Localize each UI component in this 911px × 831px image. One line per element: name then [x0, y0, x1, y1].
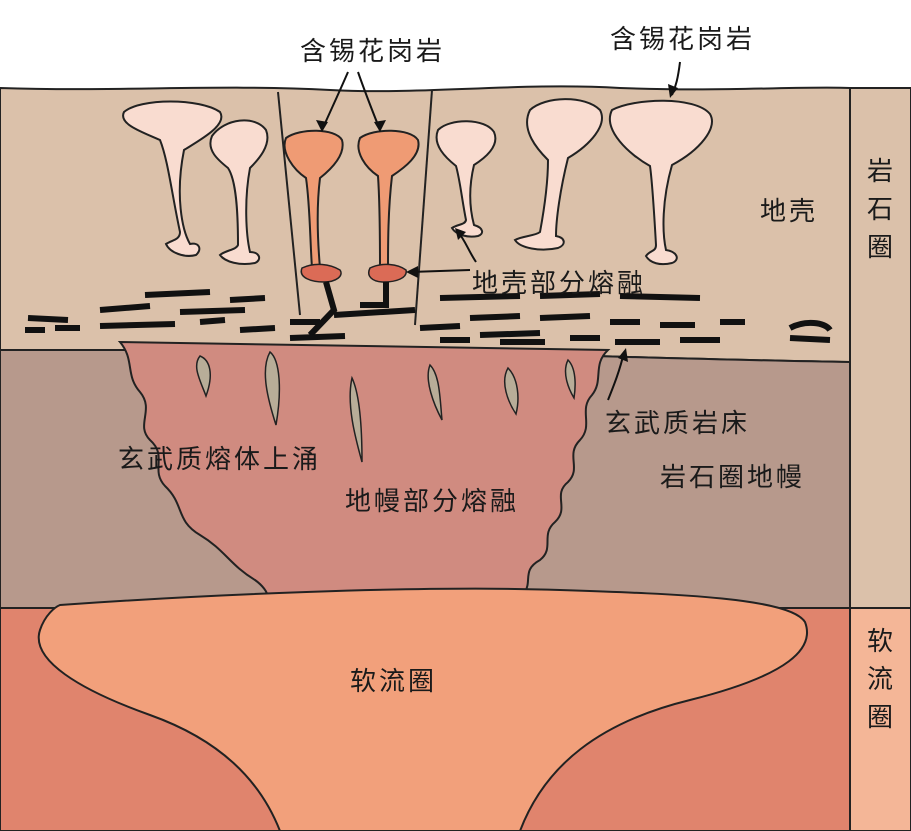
label-asthenosphere: 软流圈: [350, 667, 437, 697]
label-mantle-partial-melting: 地幔部分熔融: [345, 487, 519, 517]
label-basaltic-upwelling: 玄武质熔体上涌: [118, 445, 321, 475]
tin-granite: [283, 129, 420, 269]
svg-text:软: 软: [867, 627, 893, 657]
side-label-asthenosphere: 软 流 圈: [867, 627, 893, 733]
granite-pluton: [122, 98, 713, 266]
svg-text:圈: 圈: [867, 703, 893, 733]
label-basaltic-sill: 玄武质岩床: [605, 409, 750, 439]
sky-area: [0, 0, 911, 90]
asthenosphere-plume: [37, 587, 808, 831]
label-crust: 地壳: [760, 197, 818, 227]
side-label-lithosphere: 岩 石 圈: [867, 157, 893, 263]
svg-text:石: 石: [867, 195, 893, 225]
fault-line: [277, 91, 301, 316]
fault-line: [414, 89, 433, 326]
arrow-head: [316, 84, 678, 362]
label-lithospheric-mantle: 岩石圈地幔: [660, 463, 805, 493]
svg-text:岩: 岩: [867, 157, 893, 187]
crust-melt-pod: [300, 263, 407, 283]
mantle-melt-drop: [195, 350, 576, 463]
svg-text:流: 流: [867, 665, 893, 695]
svg-text:圈: 圈: [867, 233, 893, 263]
basaltic-sill: [25, 289, 833, 345]
label-tin-granite-left: 含锡花岗岩: [300, 37, 445, 67]
side-bar-asthenosphere: [849, 607, 911, 831]
label-crust-partial-melting: 地壳部分熔融: [472, 269, 646, 299]
label-tin-granite-right: 含锡花岗岩: [610, 25, 755, 55]
feeder-dike: [307, 281, 416, 338]
